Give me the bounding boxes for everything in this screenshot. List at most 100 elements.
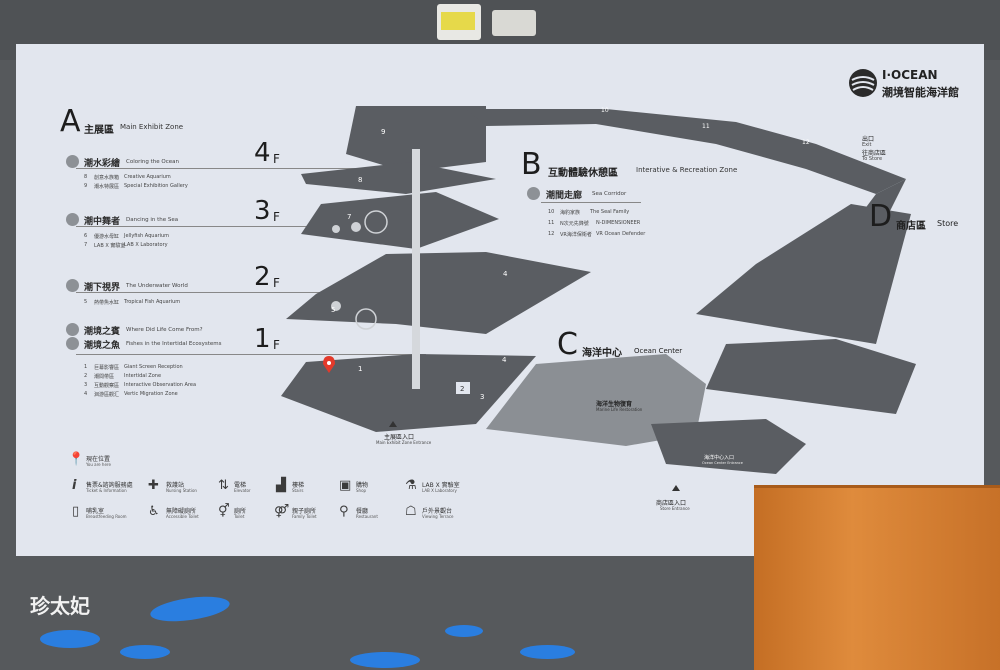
floor-1-en-2: Fishes in the Intertidal Ecosystems xyxy=(126,341,222,347)
map-number: 11 xyxy=(702,123,710,130)
zone-b-item-no: 12 xyxy=(548,231,555,237)
main-entrance-en: Main Exhibit Zone Entrance xyxy=(376,440,432,445)
floor-4-zh: 潮水彩繪 xyxy=(84,159,121,169)
wall-fish-decoration xyxy=(120,645,170,659)
main-entrance-zh: 主展區入口 xyxy=(384,434,415,441)
zone-b-item-no: 10 xyxy=(548,209,555,215)
floor-1-item-no: 2 xyxy=(84,373,88,379)
floor-1-item-zh: 互動觀察區 xyxy=(94,383,120,389)
zone-b-corridor-en: Sea Corridor xyxy=(592,191,627,197)
floor-3-suffix: F xyxy=(273,210,280,224)
power-plug xyxy=(492,10,536,36)
floor-4-item-no: 8 xyxy=(84,174,88,180)
zone-a-en: Main Exhibit Zone xyxy=(120,123,184,131)
toilet-icon: ⚥ xyxy=(218,504,230,519)
legend-label-en: You are here xyxy=(86,462,111,467)
floor-3-item-zh: 優游水母缸 xyxy=(94,234,120,240)
legend-label-en: Stairs xyxy=(292,488,304,493)
floor-1-item-en: Intertidal Zone xyxy=(124,373,162,379)
legend-label-en: Accessible Toilet xyxy=(166,514,199,519)
legend-label-en: Family Toilet xyxy=(292,514,317,519)
exit-zh: 出口 xyxy=(862,136,875,143)
floor-4-lower-slab xyxy=(301,162,496,194)
watermark: 珍太妃 xyxy=(30,594,90,618)
zone-b-corridor-zh: 潮間走廊 xyxy=(546,191,583,201)
floor-4-item-en: Special Exhibition Gallery xyxy=(124,183,188,189)
map-number: 7 xyxy=(347,213,351,221)
zone-d-en: Store xyxy=(937,219,959,228)
floor-1-item-en: Interactive Observation Area xyxy=(124,382,197,388)
legend-label: 現在位置 xyxy=(86,456,111,463)
floor-1-rule xyxy=(76,354,426,355)
floor-4-upper-slab xyxy=(346,106,486,172)
floor-2-dot xyxy=(66,279,79,292)
zone-b-item-zh: VR海洋保衛者 xyxy=(560,232,592,238)
floor-4-suffix: F xyxy=(273,152,280,166)
shop-icon: ▣ xyxy=(339,478,352,493)
ocean-entrance-zh: 海洋中心入口 xyxy=(704,455,735,461)
store-entrance-en: Store Entrance xyxy=(660,506,690,511)
floor-2-slab xyxy=(286,252,591,334)
floor-1-dot xyxy=(66,323,79,336)
family-toilet-icon: ⚤ xyxy=(274,504,290,519)
zone-a-zh: 主展區 xyxy=(84,125,114,136)
exit-en-2: To Store xyxy=(862,156,883,162)
floor-3-item-zh: LAB X 實驗室 xyxy=(94,243,126,249)
floor-1-item-zh: 洄游區觀汇 xyxy=(94,392,120,398)
ocean-center-slab xyxy=(486,354,706,446)
zone-b-en: Interative & Recreation Zone xyxy=(636,166,738,174)
zone-b-item-zh: 海豹家族 xyxy=(560,210,581,216)
floor-3-pool xyxy=(332,225,340,233)
floor-3-rule xyxy=(76,226,426,227)
nursing-room-icon: ▯ xyxy=(72,504,80,519)
floor-4-number: 4 xyxy=(254,138,271,168)
legend-label: 救護站 xyxy=(166,482,185,489)
room-2-box xyxy=(456,382,470,394)
floor-1-dot-2 xyxy=(66,337,79,350)
map-number: 8 xyxy=(358,176,362,184)
floor-1-slab xyxy=(281,354,536,432)
floor-3-dot xyxy=(66,213,79,226)
floor-2-item-no: 5 xyxy=(84,299,88,305)
legend-label-en: Ticket & Information xyxy=(86,488,127,493)
legend-label-en: Shop xyxy=(356,488,367,493)
elevator-shaft xyxy=(412,149,420,389)
floor-3-item-en: Jellyfish Aquarium xyxy=(124,233,170,239)
floor-4-dot xyxy=(66,155,79,168)
zone-c-letter: C xyxy=(557,327,578,362)
main-entrance-arrow-icon xyxy=(389,421,397,427)
pin-center xyxy=(327,361,331,365)
map-number: 10 xyxy=(601,107,609,114)
elevator-icon: ⇅ xyxy=(218,478,229,493)
floor-1-item-no: 3 xyxy=(84,382,88,388)
floor-3-zh: 潮中舞者 xyxy=(84,217,121,227)
legend-label: 購物 xyxy=(356,482,369,489)
floor-1-item-en: Giant Screen Reception xyxy=(124,364,183,370)
zone-b-item-zh: N次元先鋒號 xyxy=(560,221,589,227)
restoration-en: Marine Life Restoration xyxy=(596,407,643,412)
accessible-icon: ♿ xyxy=(148,504,160,519)
zone-b-item-en: N-DIMENSIONEER xyxy=(596,220,641,226)
map-number: 9 xyxy=(381,128,385,136)
exit-zh-2: 往商店區 xyxy=(862,150,887,157)
floor-2-rule xyxy=(76,292,426,293)
map-number: 12 xyxy=(802,139,810,146)
floor-4-en: Coloring the Ocean xyxy=(126,159,179,165)
info-icon: i xyxy=(72,478,77,493)
floor-3-item-no: 6 xyxy=(84,233,88,239)
stairs-icon: ▟ xyxy=(276,478,286,493)
floor-1-suffix: F xyxy=(273,338,280,352)
zone-b-item-en: VR Ocean Defender xyxy=(596,231,646,237)
wall-fish-decoration xyxy=(445,625,483,637)
zone-b-rule xyxy=(541,202,641,203)
floor-4-item-en: Creative Aquarium xyxy=(124,174,171,180)
lab-icon: ⚗ xyxy=(405,478,417,493)
restaurant-icon: ⚲ xyxy=(339,504,349,519)
floor-2-item-zh: 熱帶魚水缸 xyxy=(94,300,120,306)
wall-fish-decoration xyxy=(350,652,420,668)
floor-4-item-zh: 創意水族箱 xyxy=(94,175,120,181)
floor-1-en: Where Did Life Come From? xyxy=(126,327,203,333)
zone-d-zh: 商店區 xyxy=(896,221,926,232)
floor-1-item-no: 4 xyxy=(84,391,88,397)
floor-1-item-en: Vertic Migration Zone xyxy=(124,391,178,397)
